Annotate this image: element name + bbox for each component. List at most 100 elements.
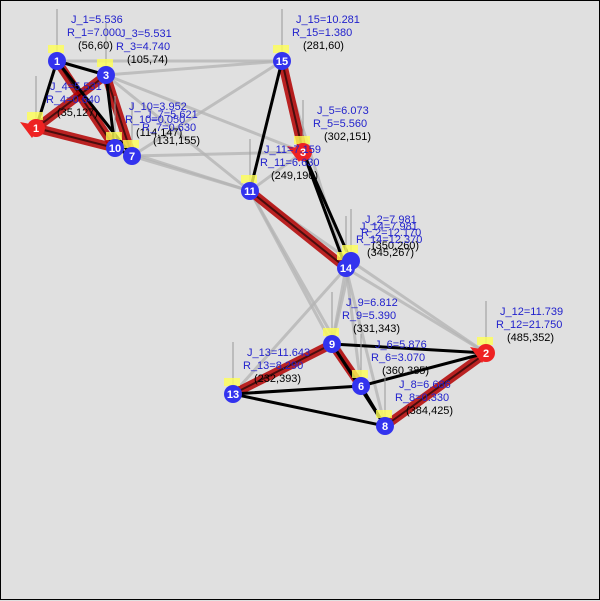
graph-node[interactable]: 9 bbox=[323, 335, 341, 353]
edge-active bbox=[248, 59, 284, 193]
coordinate-label: (350,260) bbox=[372, 240, 419, 252]
node-circle bbox=[106, 139, 124, 157]
graph-node[interactable]: 3 bbox=[97, 66, 115, 84]
node-circle-alert bbox=[477, 344, 495, 362]
node-marker bbox=[342, 245, 358, 253]
r-value-label: R_7=0.630 bbox=[142, 122, 196, 134]
node-circle bbox=[224, 385, 242, 403]
node-circle bbox=[241, 182, 259, 200]
j-value-label: J_7=5.621 bbox=[146, 109, 198, 121]
node-id-label: 8 bbox=[382, 421, 388, 433]
r-value-label: R_4=0.640 bbox=[46, 94, 100, 106]
edge-thin bbox=[248, 150, 305, 193]
r-value-label: R_3=4.740 bbox=[116, 41, 170, 53]
graph-node[interactable]: 1 bbox=[48, 52, 66, 70]
j-value-label: J_14=7.981 bbox=[360, 221, 418, 233]
node-id-label: 2 bbox=[483, 348, 489, 360]
graph-node[interactable]: 14 bbox=[337, 259, 355, 277]
j-value-label: J_3=5.531 bbox=[120, 28, 172, 40]
j-value-label: J_9=6.812 bbox=[346, 297, 398, 309]
edge-highlighted-core bbox=[35, 127, 116, 149]
r-value-label: R_12=21.750 bbox=[496, 319, 562, 331]
node-marker bbox=[48, 45, 64, 53]
r-value-label: R_8=0.330 bbox=[395, 392, 449, 404]
coordinate-label: (384,425) bbox=[406, 405, 453, 417]
edge-thin bbox=[104, 73, 252, 193]
edge-active bbox=[231, 392, 387, 428]
edge-highlighted-core bbox=[35, 74, 107, 129]
r-value-label: R_1=7.000 bbox=[67, 27, 121, 39]
node-circle bbox=[337, 259, 355, 277]
j-value-label: J_8=6.686 bbox=[399, 379, 451, 391]
graph-node[interactable]: 8 bbox=[376, 417, 394, 435]
node-circle bbox=[273, 52, 291, 70]
j-value-label: J_5=6.073 bbox=[317, 105, 369, 117]
node-id-label: 13 bbox=[227, 389, 239, 401]
annotation-layer: J_1=5.536R_1=7.000(56,60)J_3=5.531R_3=4.… bbox=[46, 14, 563, 417]
edge-thin bbox=[104, 59, 284, 77]
graph-node[interactable]: 3 bbox=[287, 143, 312, 162]
node-id-label: 10 bbox=[109, 143, 121, 155]
graph-node[interactable]: 7 bbox=[123, 147, 141, 165]
node-marker bbox=[224, 378, 240, 386]
edge-highlighted-core bbox=[232, 343, 333, 395]
node-marker bbox=[273, 45, 289, 53]
edge-thin bbox=[344, 266, 363, 388]
j-value-label: J_6=5.876 bbox=[375, 339, 427, 351]
graph-node[interactable]: 2 bbox=[470, 344, 495, 363]
node-circle bbox=[48, 52, 66, 70]
j-value-label: J_1=5.536 bbox=[71, 14, 123, 26]
node-circle-alert bbox=[27, 119, 45, 137]
graph-node[interactable]: 10 bbox=[106, 139, 124, 157]
node-id-label: 7 bbox=[129, 151, 135, 163]
node-id-label: 3 bbox=[300, 147, 306, 159]
graph-node[interactable]: 11 bbox=[241, 182, 259, 200]
r-value-label: R_2=12.170 bbox=[361, 227, 421, 239]
r-value-label: R_9=5.390 bbox=[342, 310, 396, 322]
coordinate-label: (345,267) bbox=[367, 247, 414, 259]
edge-active bbox=[231, 384, 363, 396]
node-marker bbox=[323, 328, 339, 336]
edge-active bbox=[55, 59, 134, 158]
node-marker bbox=[241, 175, 257, 183]
graph-node[interactable]: 1 bbox=[20, 119, 45, 138]
coordinate-label: (331,343) bbox=[353, 323, 400, 335]
node-marker bbox=[376, 410, 392, 418]
node-circle-alert bbox=[294, 143, 312, 161]
graph-node[interactable]: 6 bbox=[352, 377, 370, 395]
edge-active bbox=[301, 150, 353, 263]
node-id-label: 15 bbox=[276, 56, 288, 68]
j-value-label: J_11=7.159 bbox=[264, 144, 321, 156]
node-circle bbox=[123, 147, 141, 165]
edge-thin bbox=[104, 73, 305, 154]
j-value-label: J_10=3.952 bbox=[129, 101, 187, 113]
coordinate-label: (114,147) bbox=[136, 127, 182, 139]
node-marker bbox=[294, 136, 310, 144]
r-value-label: R_5=5.560 bbox=[313, 118, 367, 130]
node-id-label: 6 bbox=[358, 381, 364, 393]
r-value-label: R_10=0.050 bbox=[125, 114, 185, 126]
node-marker bbox=[123, 140, 139, 148]
j-value-label: J_13=11.643 bbox=[247, 347, 310, 359]
edge-highlighted-core bbox=[249, 190, 347, 269]
graph-node[interactable]: 15 bbox=[273, 52, 291, 70]
r-value-label: R_15=1.380 bbox=[292, 27, 352, 39]
node-circle bbox=[323, 335, 341, 353]
coordinate-label: (281,60) bbox=[303, 40, 344, 52]
node-id-label: 9 bbox=[329, 339, 335, 351]
j-value-label: J_12=11.739 bbox=[500, 306, 563, 318]
graph-node[interactable]: 13 bbox=[224, 385, 242, 403]
